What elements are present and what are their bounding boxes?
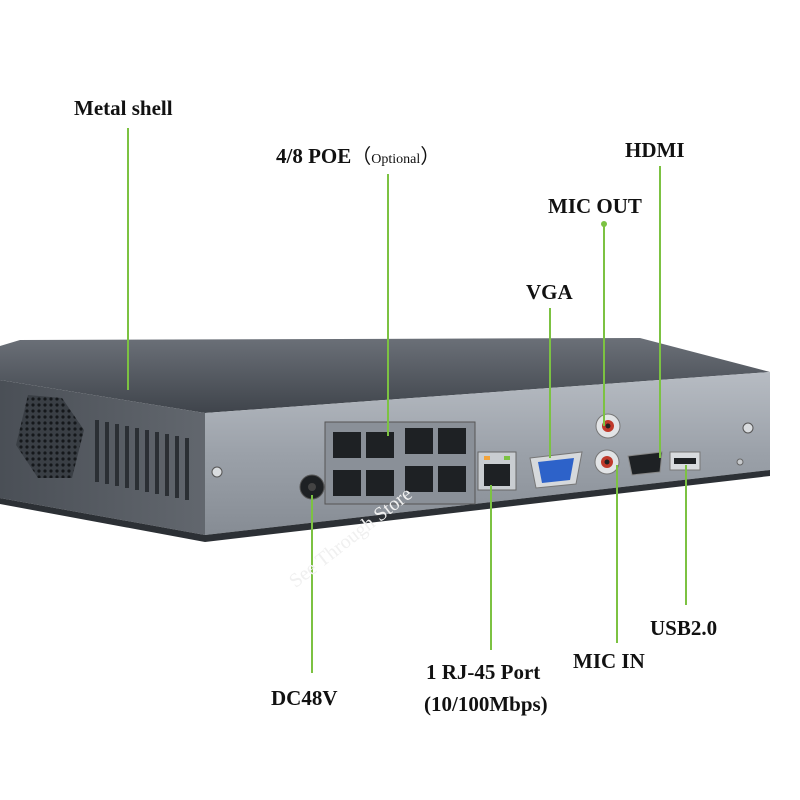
vga-port: [529, 451, 583, 489]
callout-usb: [685, 465, 687, 605]
callout-hdmi: [659, 166, 661, 458]
hex-vent: [16, 395, 84, 478]
label-mic-out: MIC OUT: [548, 194, 642, 218]
label-hdmi: HDMI: [625, 138, 685, 162]
poe-port-block: [324, 421, 476, 505]
label-vga: VGA: [526, 280, 573, 304]
label-dc: DC48V: [271, 686, 338, 710]
label-poe-main: 4/8 POE: [276, 144, 352, 168]
label-metal-shell: Metal shell: [74, 96, 173, 120]
mic-in-jack: [594, 449, 620, 475]
hdmi-port: [627, 451, 663, 476]
mic-out-jack: [595, 413, 621, 439]
callout-mic-out-dot: [601, 221, 607, 227]
callout-mic-in: [616, 465, 618, 643]
side-vent-slots: [95, 420, 189, 500]
label-usb: USB2.0: [650, 616, 718, 640]
callout-vga: [549, 308, 551, 458]
callout-metal-shell: [127, 128, 129, 390]
callout-poe: [387, 174, 389, 436]
label-poe-close: ）: [420, 146, 441, 168]
label-rj45-line1: 1 RJ-45 Port: [426, 660, 541, 684]
side-screw: [211, 466, 223, 478]
label-poe: 4/8 POE（Optional）: [276, 144, 441, 168]
callout-rj45: [490, 485, 492, 650]
chassis-top-panel: [0, 338, 770, 413]
label-poe-open: （: [351, 146, 372, 168]
label-mic-in: MIC IN: [573, 649, 645, 673]
callout-dc: [311, 495, 313, 673]
callout-mic-out: [603, 224, 605, 426]
label-rj45-line2: (10/100Mbps): [424, 692, 548, 716]
rj45-port: [477, 451, 517, 491]
label-poe-optional: Optional: [371, 152, 421, 167]
